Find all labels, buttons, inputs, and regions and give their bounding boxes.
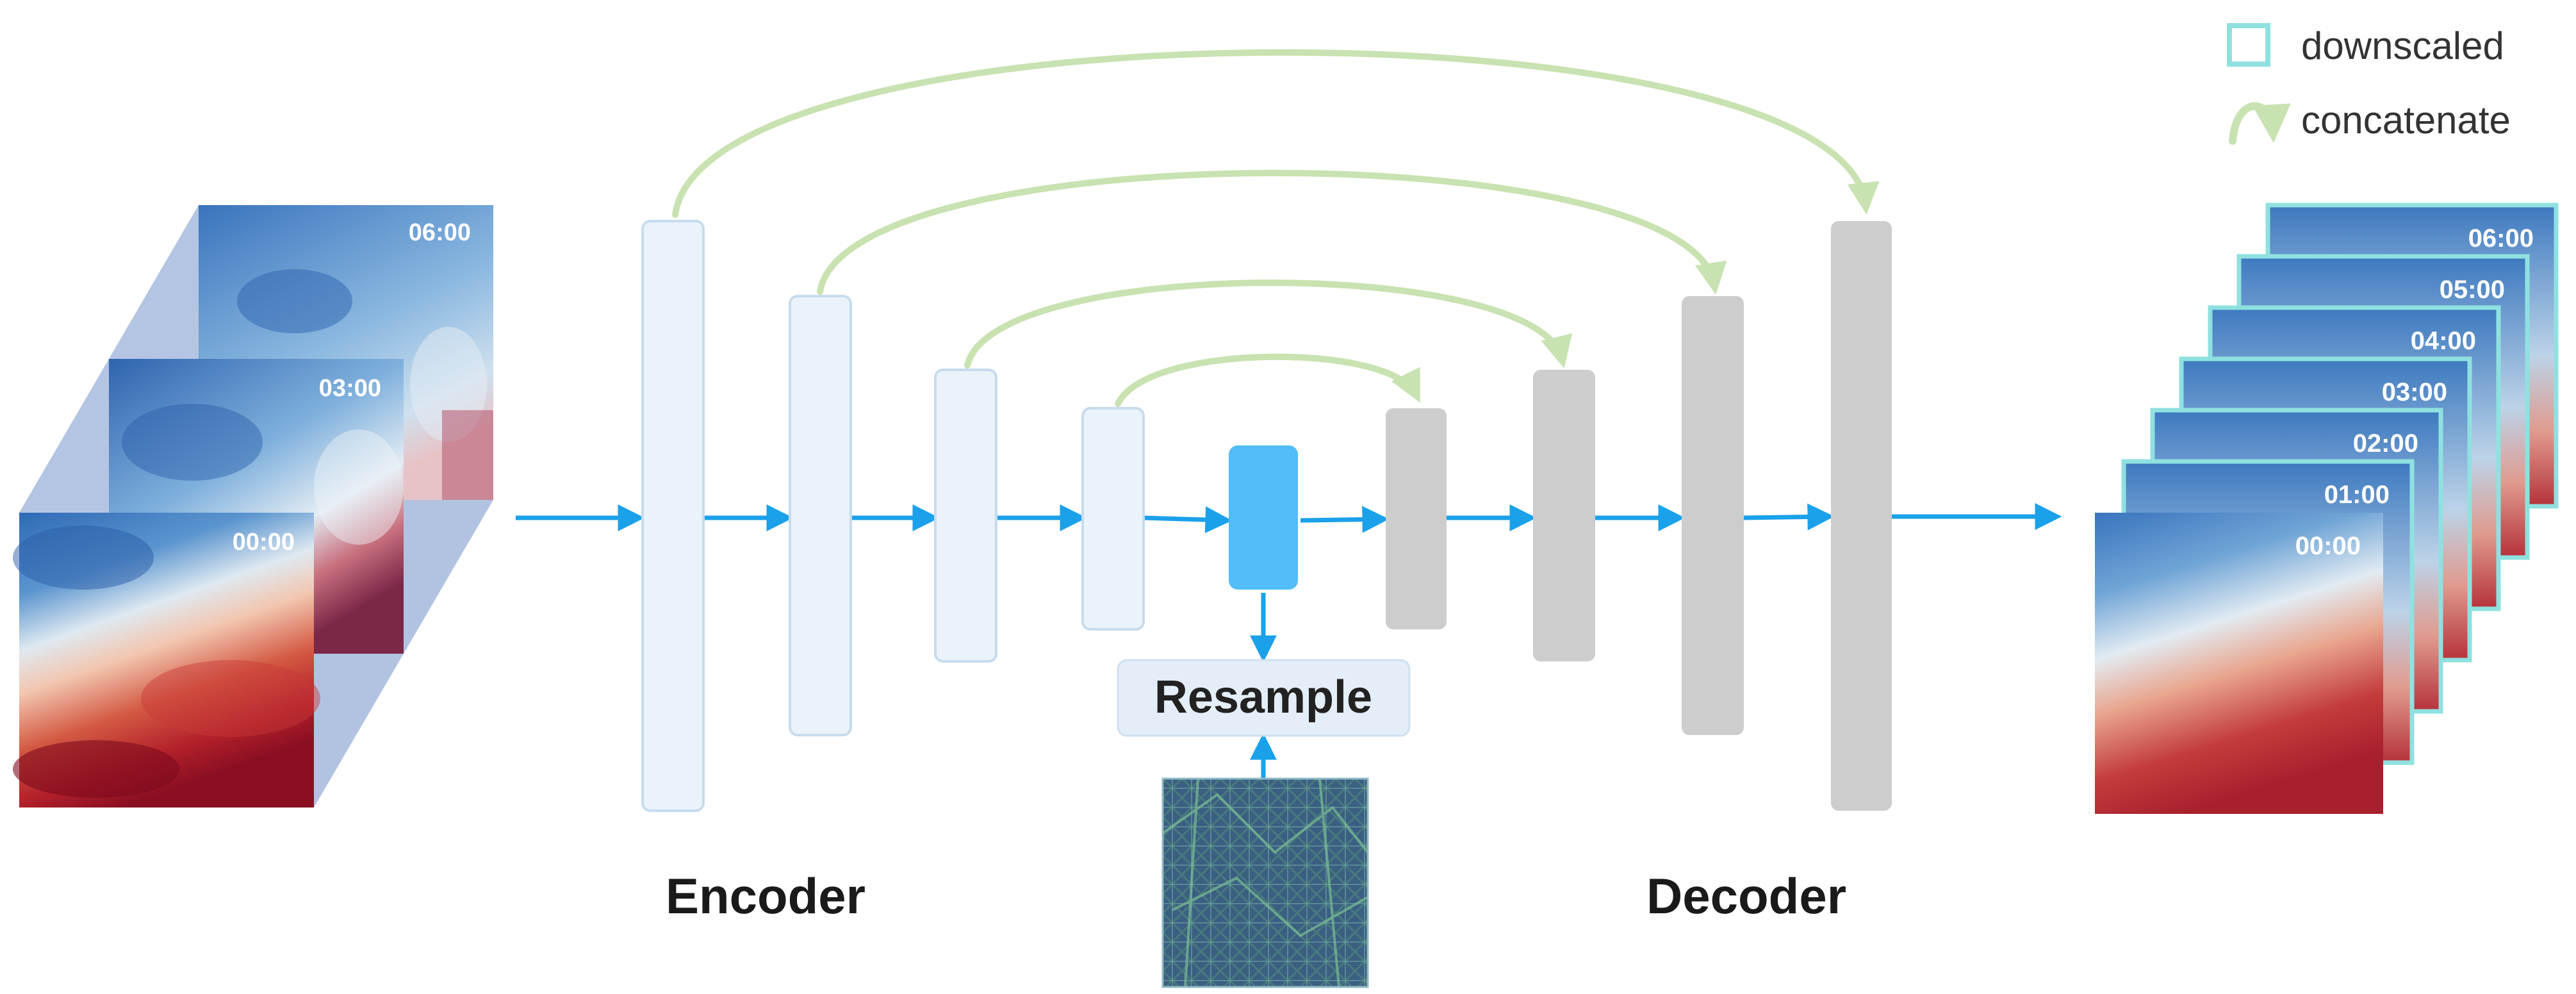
resample-box: Resample <box>1117 659 1411 737</box>
resample-label: Resample <box>1154 672 1372 723</box>
encoder-block-3 <box>934 369 997 663</box>
output-time-label: 00:00 <box>2295 532 2361 560</box>
decoder-blocks <box>1386 221 1892 811</box>
skip-connection-3 <box>964 279 1573 369</box>
output-stack: 06:00 05:00 04:00 03:00 02:00 01:00 00:00 <box>2095 203 2559 814</box>
output-frame: 00:00 <box>2095 513 2383 814</box>
output-time-label: 06:00 <box>2468 224 2534 253</box>
skip-connection-2 <box>817 170 1727 295</box>
flow-arrows <box>516 503 2062 779</box>
input-time-label: 06:00 <box>409 219 471 246</box>
flow-arrow <box>1143 506 1233 533</box>
concatenate-legend-label: concatenate <box>2301 99 2511 142</box>
skip-connection-1 <box>672 49 1880 218</box>
output-time-label: 03:00 <box>2382 378 2447 406</box>
input-time-label: 00:00 <box>233 529 295 556</box>
legend: downscaled concatenate <box>2227 23 2511 145</box>
output-time-label: 01:00 <box>2324 481 2390 509</box>
mesh-grid-image <box>1161 777 1369 988</box>
skip-connection-4 <box>1115 353 1420 407</box>
output-frame-image <box>2095 513 2383 814</box>
decoder-block-2 <box>1533 370 1595 661</box>
input-stack: 06:00 03:00 00:00 <box>13 205 493 808</box>
input-time-label: 03:00 <box>319 375 381 402</box>
encoder-block-2 <box>789 295 852 736</box>
concatenate-legend-icon <box>2229 102 2291 145</box>
input-frame-0000: 00:00 <box>13 513 320 808</box>
output-time-label: 04:00 <box>2411 327 2476 355</box>
flow-arrow <box>1300 506 1390 533</box>
encoder-block-1 <box>641 220 705 812</box>
decoder-block-3 <box>1682 296 1744 735</box>
downscaled-legend-label: downscaled <box>2301 24 2504 67</box>
flow-arrow <box>1743 503 1835 531</box>
encoder-label: Encoder <box>666 868 866 924</box>
skip-connections <box>672 49 1880 407</box>
decoder-block-1 <box>1386 408 1447 629</box>
encoder-block-4 <box>1081 407 1145 631</box>
output-time-label: 02:00 <box>2353 429 2418 458</box>
decoder-label: Decoder <box>1646 868 1846 924</box>
output-time-label: 05:00 <box>2440 276 2505 304</box>
downscaled-legend-icon <box>2227 23 2270 67</box>
decoder-block-4 <box>1831 221 1892 811</box>
bottleneck-block <box>1229 445 1298 590</box>
encoder-blocks <box>641 220 1145 812</box>
